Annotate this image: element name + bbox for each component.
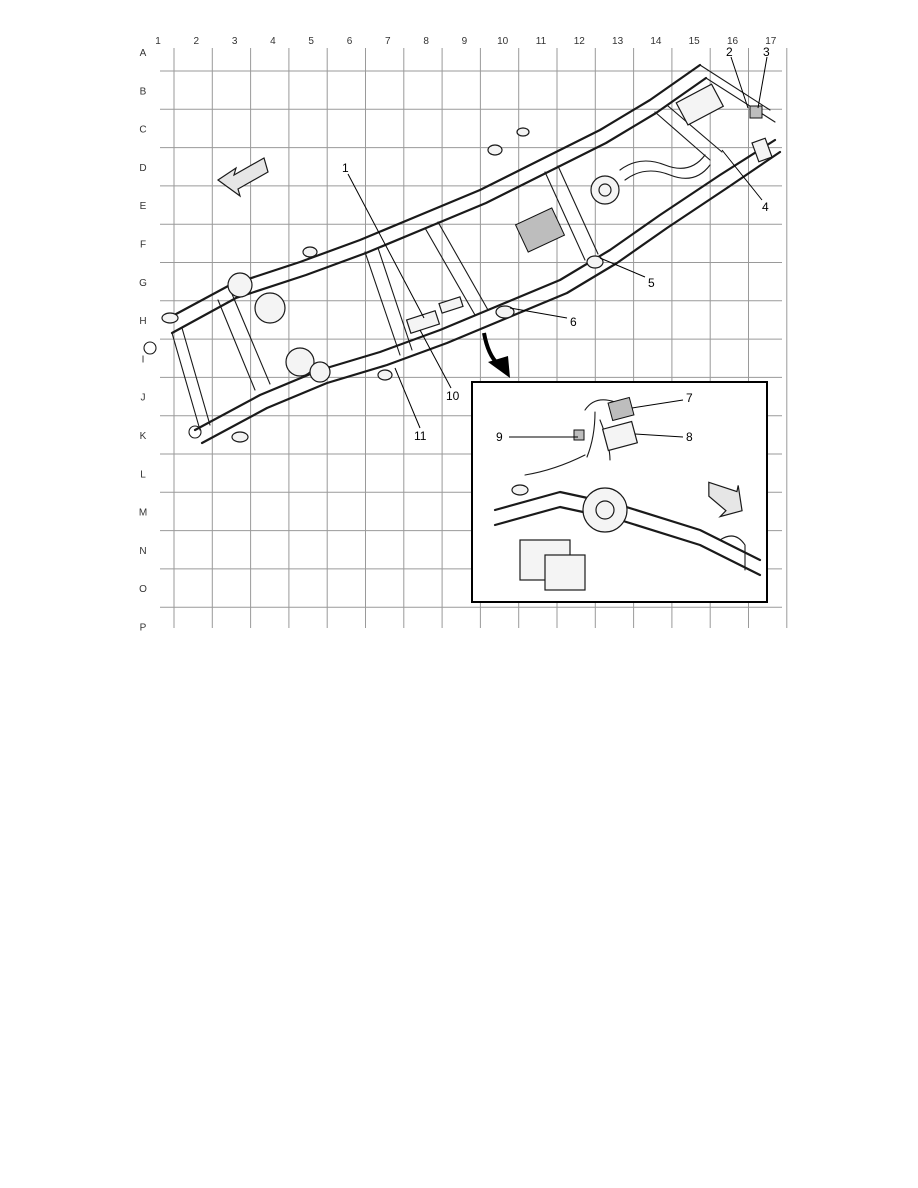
callout-7: 7: [686, 391, 693, 405]
column-label: 14: [650, 36, 662, 47]
row-label: B: [140, 86, 147, 97]
vehicle-frame-illustration: [143, 63, 782, 445]
direction-arrow-icon: [708, 481, 743, 518]
column-label: 8: [423, 36, 429, 47]
leader-lines: [347, 56, 768, 438]
row-label: J: [141, 393, 146, 404]
column-label: 16: [727, 36, 739, 47]
callout-3: 3: [763, 45, 770, 59]
callout-4: 4: [762, 200, 769, 214]
row-label: I: [142, 354, 145, 365]
row-label: E: [140, 201, 147, 212]
callout-5: 5: [648, 276, 655, 290]
row-label: A: [140, 48, 147, 59]
row-label: C: [139, 125, 146, 136]
column-label: 17: [765, 36, 777, 47]
row-label: H: [139, 316, 146, 327]
curved-arrow-icon: [482, 332, 510, 378]
row-labels: A B C D E F G H I J K L M N O P: [139, 48, 147, 634]
column-label: 7: [385, 36, 391, 47]
row-label: F: [140, 240, 146, 251]
callout-10: 10: [446, 389, 460, 403]
column-label: 13: [612, 36, 624, 47]
callout-11: 11: [414, 429, 427, 443]
column-label: 4: [270, 36, 276, 47]
callout-2: 2: [726, 45, 733, 59]
row-label: K: [140, 431, 147, 442]
column-label: 6: [347, 36, 353, 47]
column-label: 1: [155, 36, 161, 47]
callout-9: 9: [496, 430, 503, 444]
column-label: 15: [689, 36, 701, 47]
row-label: M: [139, 508, 147, 519]
column-label: 5: [308, 36, 314, 47]
direction-arrow-icon: [216, 157, 269, 198]
row-label: L: [140, 469, 146, 480]
column-label: 10: [497, 36, 509, 47]
row-label: P: [140, 623, 147, 634]
callout-labels: 1 2 3 4 5 6 7 8 9 10 11: [342, 45, 770, 444]
row-label: G: [139, 278, 147, 289]
column-label: 12: [574, 36, 586, 47]
callout-8: 8: [686, 430, 693, 444]
column-label: 2: [194, 36, 200, 47]
callout-1: 1: [342, 161, 349, 175]
callout-6: 6: [570, 315, 577, 329]
column-label: 11: [536, 36, 547, 47]
row-label: D: [139, 163, 146, 174]
column-label: 9: [462, 36, 468, 47]
row-label: N: [139, 546, 146, 557]
column-label: 3: [232, 36, 238, 47]
row-label: O: [139, 584, 147, 595]
